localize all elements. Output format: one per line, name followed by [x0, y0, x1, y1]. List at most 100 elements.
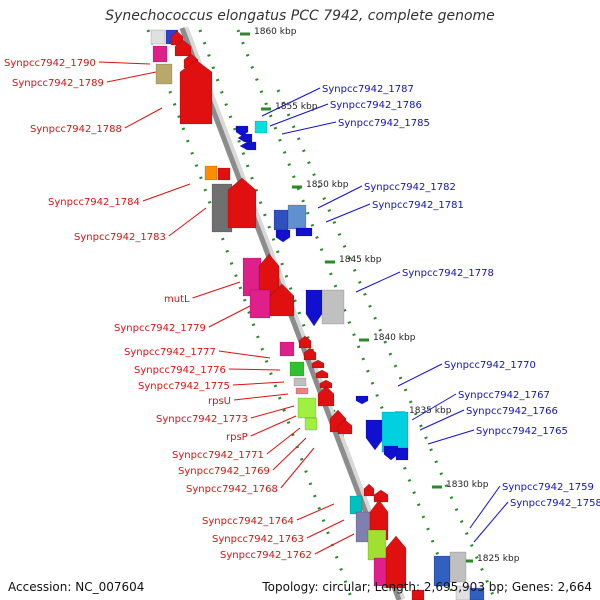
kbp-tick-label: 1830 kbp [446, 480, 489, 490]
gene-label-left: Synpcc7942_1784 [48, 197, 140, 208]
gene-shape [279, 341, 295, 357]
gene-shape [254, 120, 268, 134]
gene-label-leader-left [106, 71, 157, 83]
kbp-tick-label: 1835 kbp [409, 406, 452, 416]
gene-shape [373, 489, 389, 503]
gene-shape [155, 63, 173, 85]
gene-label-right: Synpcc7942_1781 [372, 200, 464, 211]
gene-label-leader-left [124, 107, 163, 129]
gene-shape [150, 29, 166, 45]
gene-shape [269, 283, 295, 317]
gene-shape [315, 369, 329, 379]
gene-shape [395, 447, 409, 461]
gene-shape [383, 445, 399, 461]
gene-shape [381, 411, 409, 453]
gene-shape [179, 59, 213, 125]
kbp-tick-label: 1860 kbp [254, 27, 297, 37]
gene-shape [449, 551, 467, 583]
gene-shape [273, 209, 289, 231]
gene-shape [411, 589, 425, 600]
gene-label-leader-left [142, 183, 191, 202]
gene-label-right: Synpcc7942_1787 [322, 84, 414, 95]
gene-shape [304, 417, 318, 431]
gene-label-left: rpsP [226, 432, 248, 443]
gene-label-leader-right [355, 271, 401, 293]
genome-info-text: Topology: circular; Length: 2,695,903 bp… [262, 580, 592, 594]
gene-label-left: Synpcc7942_1764 [202, 516, 294, 527]
gene-shape [249, 289, 271, 319]
gene-label-right: Synpcc7942_1770 [444, 360, 536, 371]
gene-label-leader-right [317, 185, 363, 209]
gene-label-left: rpsU [208, 396, 231, 407]
gene-label-leader-left [218, 350, 271, 359]
gene-label-leader-right [469, 485, 501, 529]
gene-shape [321, 289, 345, 325]
gene-label-left: Synpcc7942_1769 [178, 466, 270, 477]
gene-label-right: Synpcc7942_1778 [402, 268, 494, 279]
kbp-tick-label: 1855 kbp [275, 102, 318, 112]
gene-label-right: Synpcc7942_1759 [502, 482, 594, 493]
gene-shape [303, 347, 317, 361]
gene-shape [367, 529, 387, 561]
gene-shape [237, 133, 253, 143]
gene-label-leader-right [269, 103, 329, 127]
gene-label-leader-left [232, 381, 285, 386]
gene-label-left: Synpcc7942_1771 [172, 450, 264, 461]
gene-label-leader-left [280, 447, 315, 489]
gene-shape [349, 495, 363, 515]
gene-label-leader-right [427, 429, 475, 445]
gene-label-left: Synpcc7942_1775 [138, 381, 230, 392]
gene-shape [152, 45, 168, 63]
gene-label-leader-left [208, 305, 251, 328]
map-title: Synechococcus elongatus PCC 7942, comple… [105, 8, 495, 24]
gene-label-left: Synpcc7942_1790 [4, 58, 96, 69]
gene-shape [239, 141, 257, 151]
gene-label-leader-left [314, 533, 355, 555]
kbp-tick-label: 1840 kbp [373, 333, 416, 343]
gene-shape [365, 419, 385, 451]
gene-shape [204, 165, 218, 181]
gene-shape [287, 204, 307, 230]
gene-label-left: Synpcc7942_1763 [212, 534, 304, 545]
gene-label-leader-left [250, 405, 295, 419]
gene-label-right: Synpcc7942_1782 [364, 182, 456, 193]
gene-label-leader-right [473, 501, 509, 543]
gene-shape [385, 535, 407, 589]
gene-label-right: Synpcc7942_1766 [466, 406, 558, 417]
gene-shape [217, 167, 231, 181]
kbp-tick-label: 1845 kbp [339, 255, 382, 265]
gene-shape [311, 359, 325, 369]
gene-label-left: Synpcc7942_1783 [74, 232, 166, 243]
gene-label-leader-left [266, 427, 301, 455]
gene-label-leader-right [411, 393, 457, 421]
gene-label-leader-left [228, 368, 281, 371]
gene-label-left: Synpcc7942_1789 [12, 78, 104, 89]
gene-shape [227, 177, 257, 229]
gene-shape [275, 229, 291, 243]
gene-shape [174, 39, 192, 57]
track-dotted-right-inner [236, 29, 457, 600]
gene-label-left: Synpcc7942_1777 [124, 347, 216, 358]
kbp-tick-label: 1850 kbp [306, 180, 349, 190]
gene-label-right: Synpcc7942_1758 [510, 498, 600, 509]
gene-label-leader-right [325, 203, 371, 223]
gene-label-left: Synpcc7942_1788 [30, 124, 122, 135]
gene-label-leader-right [397, 363, 443, 387]
gene-shape [295, 227, 313, 237]
gene-shape [355, 395, 369, 405]
gene-label-left: mutL [164, 294, 190, 305]
gene-label-leader-left [233, 393, 289, 401]
gene-label-leader-left [168, 207, 207, 237]
gene-shape [317, 385, 335, 407]
accession-text: Accession: NC_007604 [8, 580, 145, 594]
gene-shape [337, 419, 353, 435]
gene-shape [289, 361, 305, 377]
gene-label-right: Synpcc7942_1786 [330, 100, 422, 111]
gene-label-right: Synpcc7942_1785 [338, 118, 430, 129]
gene-label-leader-left [272, 437, 307, 471]
gene-shape [305, 289, 323, 327]
gene-label-leader-left [306, 519, 345, 539]
gene-label-leader-left [98, 61, 151, 65]
gene-label-right: Synpcc7942_1767 [458, 390, 550, 401]
